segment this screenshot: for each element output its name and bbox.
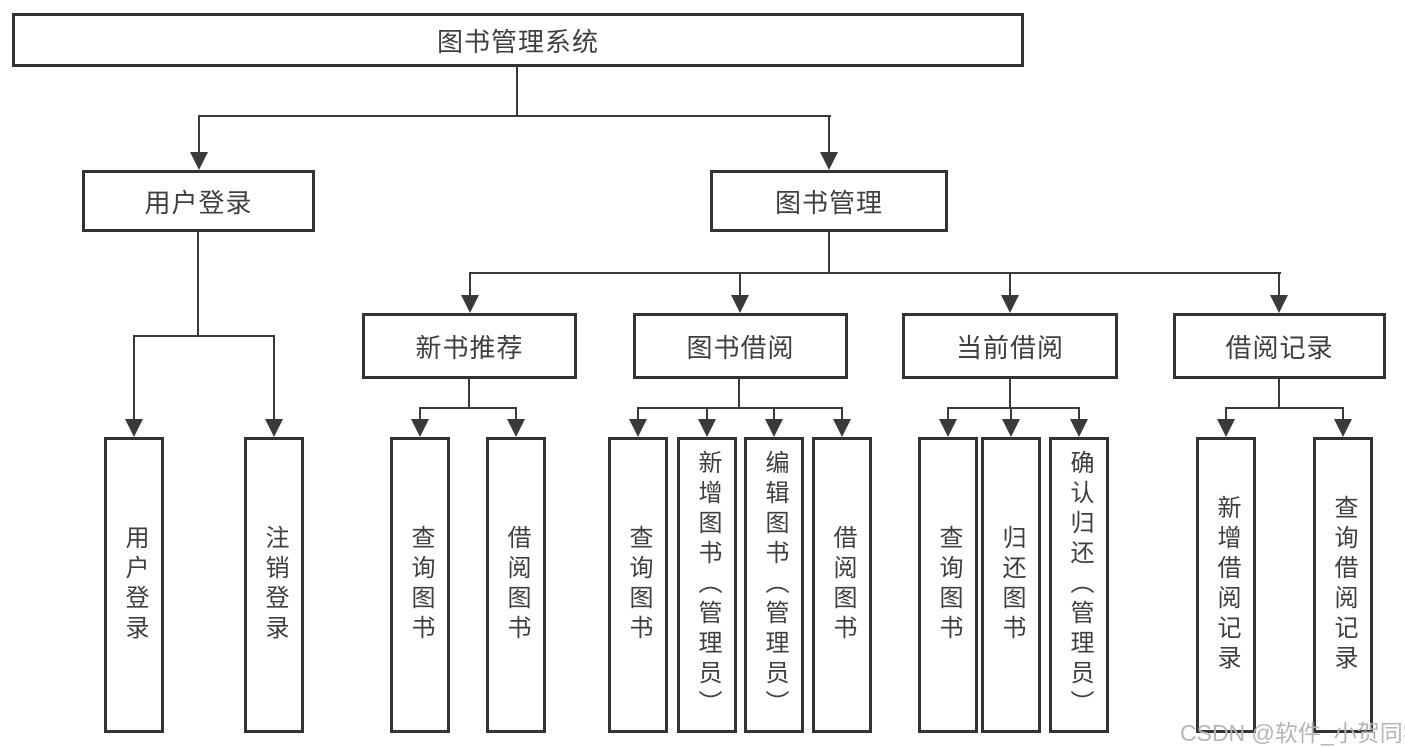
node-leaf-borrow-books-borrowing: 借阅图书 (812, 437, 872, 733)
arrowhead-down-icon (629, 419, 647, 437)
connector-stem-leaf (1010, 407, 1012, 421)
node-label: 新增图书（管理员） (694, 450, 721, 720)
arrowhead-down-icon (820, 152, 838, 170)
node-leaf-edit-book-admin: 编辑图书（管理员） (744, 437, 804, 733)
node-label: 当前借阅 (955, 332, 1064, 363)
node-label: 查询图书 (407, 525, 434, 645)
connector-current-borrow-stem (1009, 379, 1011, 409)
node-label: 查询借阅记录 (1330, 495, 1357, 675)
connector-stem-leaf (1078, 407, 1080, 421)
connector-user-login-branch (133, 335, 275, 337)
connector-stem-book-borrow (739, 272, 741, 297)
connector-stem-leaf (515, 407, 517, 421)
connector-current-borrow-branch (947, 407, 1080, 409)
node-label: 用户登录 (144, 187, 253, 218)
node-leaf-query-books-current: 查询图书 (918, 437, 978, 733)
node-leaf-confirm-return-admin: 确认归还（管理员） (1049, 437, 1109, 733)
node-label: 确认归还（管理员） (1066, 450, 1093, 720)
node-leaf-borrow-books-recommend: 借阅图书 (486, 437, 546, 733)
node-label: 图书管理 (774, 187, 883, 218)
connector-stem-user-login (198, 115, 200, 153)
node-label: 用户登录 (121, 525, 148, 645)
connector-book-management-branch (469, 272, 1281, 274)
node-leaf-add-book-admin: 新增图书（管理员） (677, 437, 737, 733)
node-leaf-query-borrow-record: 查询借阅记录 (1313, 437, 1373, 733)
node-leaf-add-borrow-record: 新增借阅记录 (1196, 437, 1256, 733)
node-label: 新书推荐 (415, 332, 524, 363)
arrowhead-down-icon (698, 419, 716, 437)
node-label: 图书借阅 (686, 332, 795, 363)
arrowhead-down-icon (765, 419, 783, 437)
connector-stem-leaf (419, 407, 421, 421)
connector-stem-leaf (706, 407, 708, 421)
arrowhead-down-icon (1070, 419, 1088, 437)
arrowhead-down-icon (265, 419, 283, 437)
node-book-borrowing: 图书借阅 (633, 313, 848, 379)
connector-stem-leaf (273, 335, 275, 420)
connector-stem-leaf (637, 407, 639, 421)
connector-stem-leaf (773, 407, 775, 421)
connector-new-book-stem (468, 379, 470, 409)
node-current-borrowing: 当前借阅 (902, 313, 1118, 379)
arrowhead-down-icon (125, 419, 143, 437)
connector-borrow-records-branch (1225, 407, 1344, 409)
arrowhead-down-icon (1334, 419, 1352, 437)
connector-book-borrow-stem (738, 379, 740, 409)
node-leaf-logout: 注销登录 (244, 437, 304, 733)
connector-stem-leaf (841, 407, 843, 421)
node-label: 借阅记录 (1225, 332, 1334, 363)
connector-stem-new-book (469, 272, 471, 297)
node-label: 查询图书 (935, 525, 962, 645)
arrowhead-down-icon (1270, 295, 1288, 313)
connector-stem-leaf (1342, 407, 1344, 421)
connector-book-management-stem (828, 232, 830, 274)
arrowhead-down-icon (939, 419, 957, 437)
connector-stem-current-borrow (1009, 272, 1011, 297)
node-borrowing-records: 借阅记录 (1173, 313, 1386, 379)
node-label: 借阅图书 (503, 525, 530, 645)
node-user-login: 用户登录 (82, 170, 315, 232)
arrowhead-down-icon (507, 419, 525, 437)
node-label: 编辑图书（管理员） (761, 450, 788, 720)
connector-stem-leaf (1225, 407, 1227, 421)
node-leaf-user-login: 用户登录 (104, 437, 164, 733)
arrowhead-down-icon (1217, 419, 1235, 437)
connector-new-book-branch (419, 407, 517, 409)
node-leaf-return-books: 归还图书 (981, 437, 1041, 733)
node-label: 归还图书 (998, 525, 1025, 645)
connector-root-branch (198, 115, 831, 117)
connector-root-stem (516, 67, 518, 117)
connector-stem-leaf (947, 407, 949, 421)
connector-stem-leaf (133, 335, 135, 420)
connector-borrow-records-stem (1278, 379, 1280, 409)
node-label: 注销登录 (261, 525, 288, 645)
arrowhead-down-icon (1001, 295, 1019, 313)
node-label: 查询图书 (625, 525, 652, 645)
arrowhead-down-icon (411, 419, 429, 437)
node-label: 借阅图书 (829, 525, 856, 645)
arrowhead-down-icon (833, 419, 851, 437)
arrowhead-down-icon (1002, 419, 1020, 437)
connector-stem-book-management (828, 115, 830, 153)
node-label: 新增借阅记录 (1213, 495, 1240, 675)
node-label: 图书管理系统 (436, 26, 599, 57)
arrowhead-down-icon (461, 295, 479, 313)
node-leaf-query-books-recommend: 查询图书 (390, 437, 450, 733)
connector-user-login-stem (197, 232, 199, 337)
node-book-management: 图书管理 (710, 170, 948, 232)
connector-stem-borrow-records (1278, 272, 1280, 297)
arrowhead-down-icon (731, 295, 749, 313)
connector-book-borrow-branch (637, 407, 843, 409)
csdn-watermark: CSDN @软件_小贺同学 (1180, 720, 1405, 746)
node-new-book-recommendation: 新书推荐 (362, 313, 577, 379)
node-library-management-system: 图书管理系统 (12, 13, 1024, 67)
node-leaf-query-books-borrowing: 查询图书 (608, 437, 668, 733)
arrowhead-down-icon (190, 152, 208, 170)
